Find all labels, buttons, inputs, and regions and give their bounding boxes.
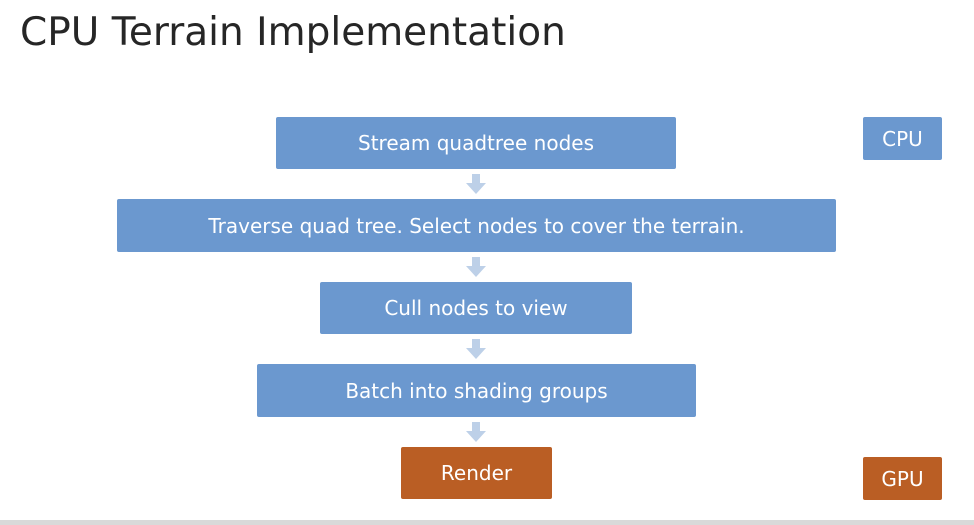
step-render: Render (401, 447, 552, 499)
down-arrow-icon (466, 422, 486, 442)
down-arrow-icon (466, 257, 486, 277)
gpu-legend-label: GPU (863, 457, 942, 500)
step-stream-quadtree-nodes: Stream quadtree nodes (276, 117, 676, 169)
step-batch-into-shading-groups: Batch into shading groups (257, 364, 696, 417)
step-traverse-quad-tree: Traverse quad tree. Select nodes to cove… (117, 199, 836, 252)
step-cull-nodes-to-view: Cull nodes to view (320, 282, 632, 334)
slide-bottom-border (0, 520, 974, 525)
down-arrow-icon (466, 174, 486, 194)
slide-title: CPU Terrain Implementation (20, 10, 566, 55)
down-arrow-icon (466, 339, 486, 359)
cpu-legend-label: CPU (863, 117, 942, 160)
